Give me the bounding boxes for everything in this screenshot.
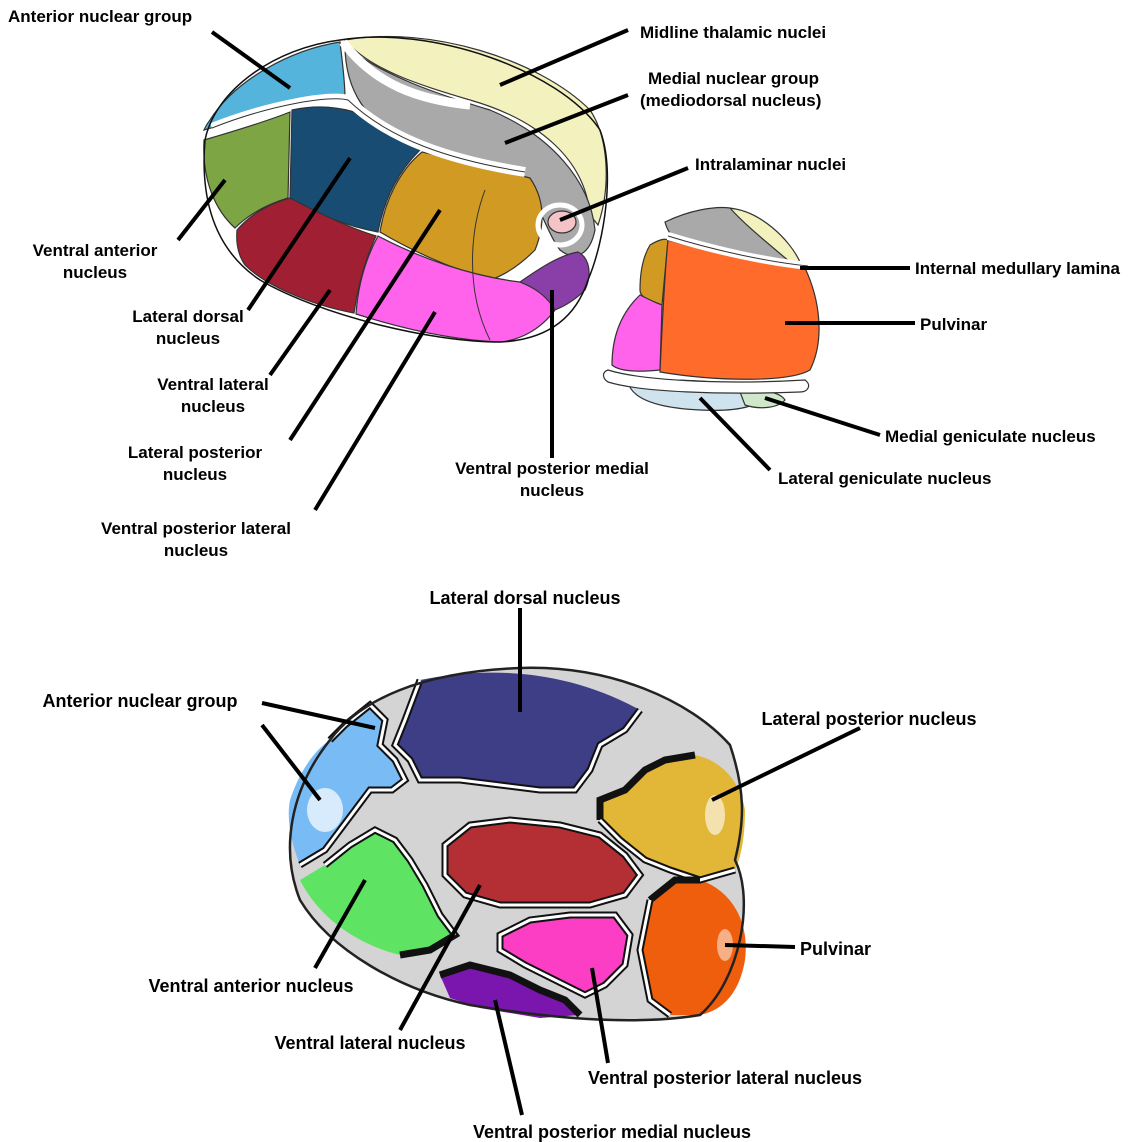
label-vpl-l2: nucleus	[164, 541, 228, 560]
thalamus-side-view	[204, 36, 608, 342]
label-midline-thalamic-nuclei: Midline thalamic nuclei	[640, 23, 826, 42]
label-b-pulvinar: Pulvinar	[800, 939, 871, 959]
model-highlight-right	[705, 795, 725, 835]
label-medial-geniculate-nucleus: Medial geniculate nucleus	[885, 427, 1096, 446]
label-lateral-dorsal-l2: nucleus	[156, 329, 220, 348]
label-anterior-nuclear-group: Anterior nuclear group	[8, 7, 192, 26]
label-vpl-l1: Ventral posterior lateral	[101, 519, 291, 538]
label-lateral-dorsal-l1: Lateral dorsal	[132, 307, 244, 326]
label-b-lateral-dorsal-nucleus: Lateral dorsal nucleus	[429, 588, 620, 608]
label-internal-medullary-lamina: Internal medullary lamina	[915, 259, 1121, 278]
label-lateral-posterior-l2: nucleus	[163, 465, 227, 484]
label-ventral-lateral-l1: Ventral lateral	[157, 375, 269, 394]
label-ventral-anterior-l1: Ventral anterior	[33, 241, 158, 260]
label-vpm-l2: nucleus	[520, 481, 584, 500]
label-lateral-posterior-l1: Lateral posterior	[128, 443, 263, 462]
label-b-ventral-anterior-nucleus: Ventral anterior nucleus	[148, 976, 353, 996]
label-ventral-lateral-l2: nucleus	[181, 397, 245, 416]
label-mediodorsal-nucleus: (mediodorsal nucleus)	[640, 91, 821, 110]
label-pulvinar-top: Pulvinar	[920, 315, 987, 334]
label-b-lateral-posterior-nucleus: Lateral posterior nucleus	[761, 709, 976, 729]
label-b-vpm-nucleus: Ventral posterior medial nucleus	[473, 1122, 751, 1142]
label-intralaminar-nuclei: Intralaminar nuclei	[695, 155, 846, 174]
thalamus-posterior-view	[604, 208, 820, 411]
label-vpm-l1: Ventral posterior medial	[455, 459, 649, 478]
label-b-vpl-nucleus: Ventral posterior lateral nucleus	[588, 1068, 862, 1088]
label-b-ventral-lateral-nucleus: Ventral lateral nucleus	[274, 1033, 465, 1053]
model-highlight-left	[307, 788, 343, 832]
label-lateral-geniculate-nucleus: Lateral geniculate nucleus	[778, 469, 992, 488]
region-vpl-small	[612, 295, 662, 371]
label-b-anterior-nuclear-group: Anterior nuclear group	[42, 691, 237, 711]
label-ventral-anterior-l2: nucleus	[63, 263, 127, 282]
label-medial-nuclear-group: Medial nuclear group	[648, 69, 819, 88]
